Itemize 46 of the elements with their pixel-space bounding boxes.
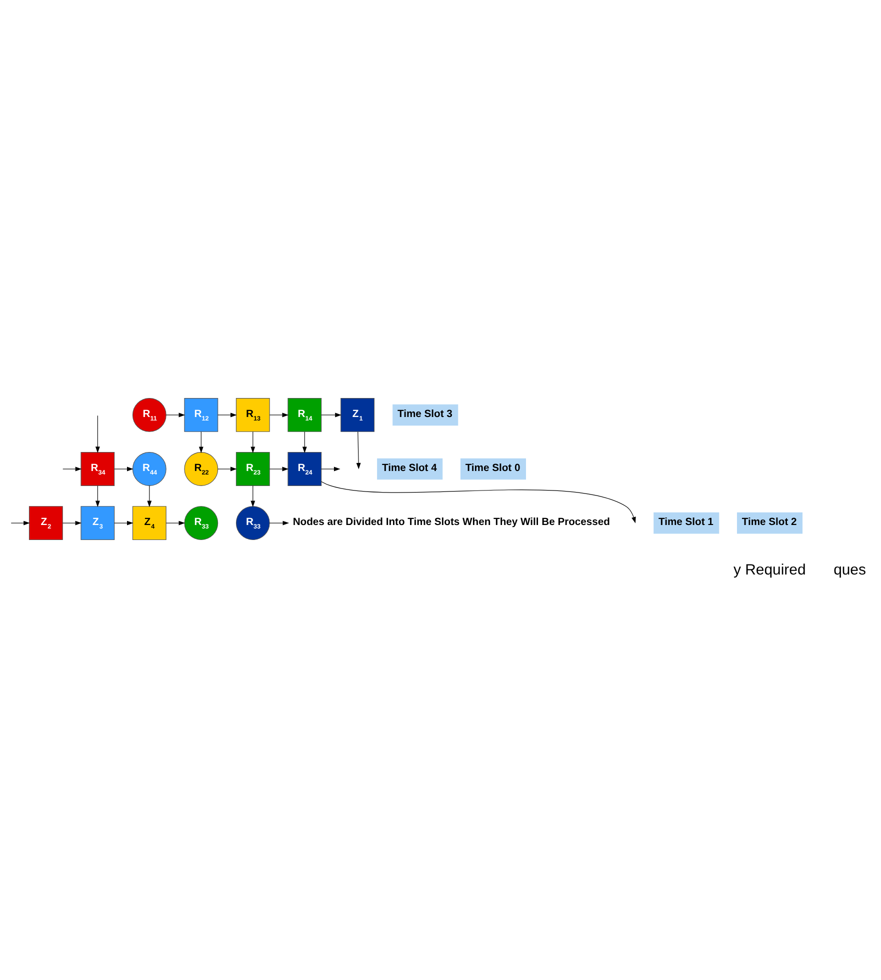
node-box: Z$_{3}$ [80,506,115,540]
arrow [250,485,256,508]
node-text: Nodes are Divided Into Time Slots When They Will Be Processed [292,517,610,528]
node-box: R$_{24}$ [288,452,322,486]
arrow [269,412,289,418]
node-circle: R$_{33}$ [236,506,270,540]
node-box: Time Slot 4 [377,458,443,480]
arrow [95,415,100,453]
arrow [269,520,290,526]
arrow [166,412,186,418]
arrow [166,520,186,526]
arrow [114,520,134,526]
label: ques [834,562,866,579]
node-circle: R$_{11}$ [132,398,166,432]
arrow [321,412,342,418]
node-box: R$_{34}$ [80,452,115,486]
node-box: R$_{13}$ [236,398,270,432]
node-box: Z$_{2}$ [28,506,63,540]
arrow [250,431,256,454]
arrow [321,466,340,472]
node-box: Time Slot 2 [736,512,803,534]
node-circle: R$_{44}$ [132,452,166,486]
node-box: Time Slot 3 [392,404,458,426]
node-circle: R$_{33}$ [184,506,218,540]
node-box: Z$_{4}$ [132,506,166,540]
node-box: Time Slot 1 [654,512,720,534]
arrow [321,481,636,524]
arrow [147,485,152,508]
node-box: R$_{12}$ [184,398,218,432]
arrow [302,431,307,454]
arrow [10,520,30,526]
node-box: Z$_{1}$ [340,398,374,432]
arrow [269,466,289,472]
arrow [218,466,237,472]
arrow [62,466,82,472]
node-box: R$_{23}$ [236,452,270,486]
arrow [62,520,82,526]
arrow [198,431,204,454]
label: y Required [734,562,806,579]
arrow [95,485,100,508]
node-box: R$_{14}$ [288,398,322,432]
arrow [114,466,134,472]
node-circle: R$_{22}$ [184,452,218,486]
arrow [356,431,361,470]
node-box: Time Slot 0 [460,458,526,480]
arrow [218,412,237,418]
